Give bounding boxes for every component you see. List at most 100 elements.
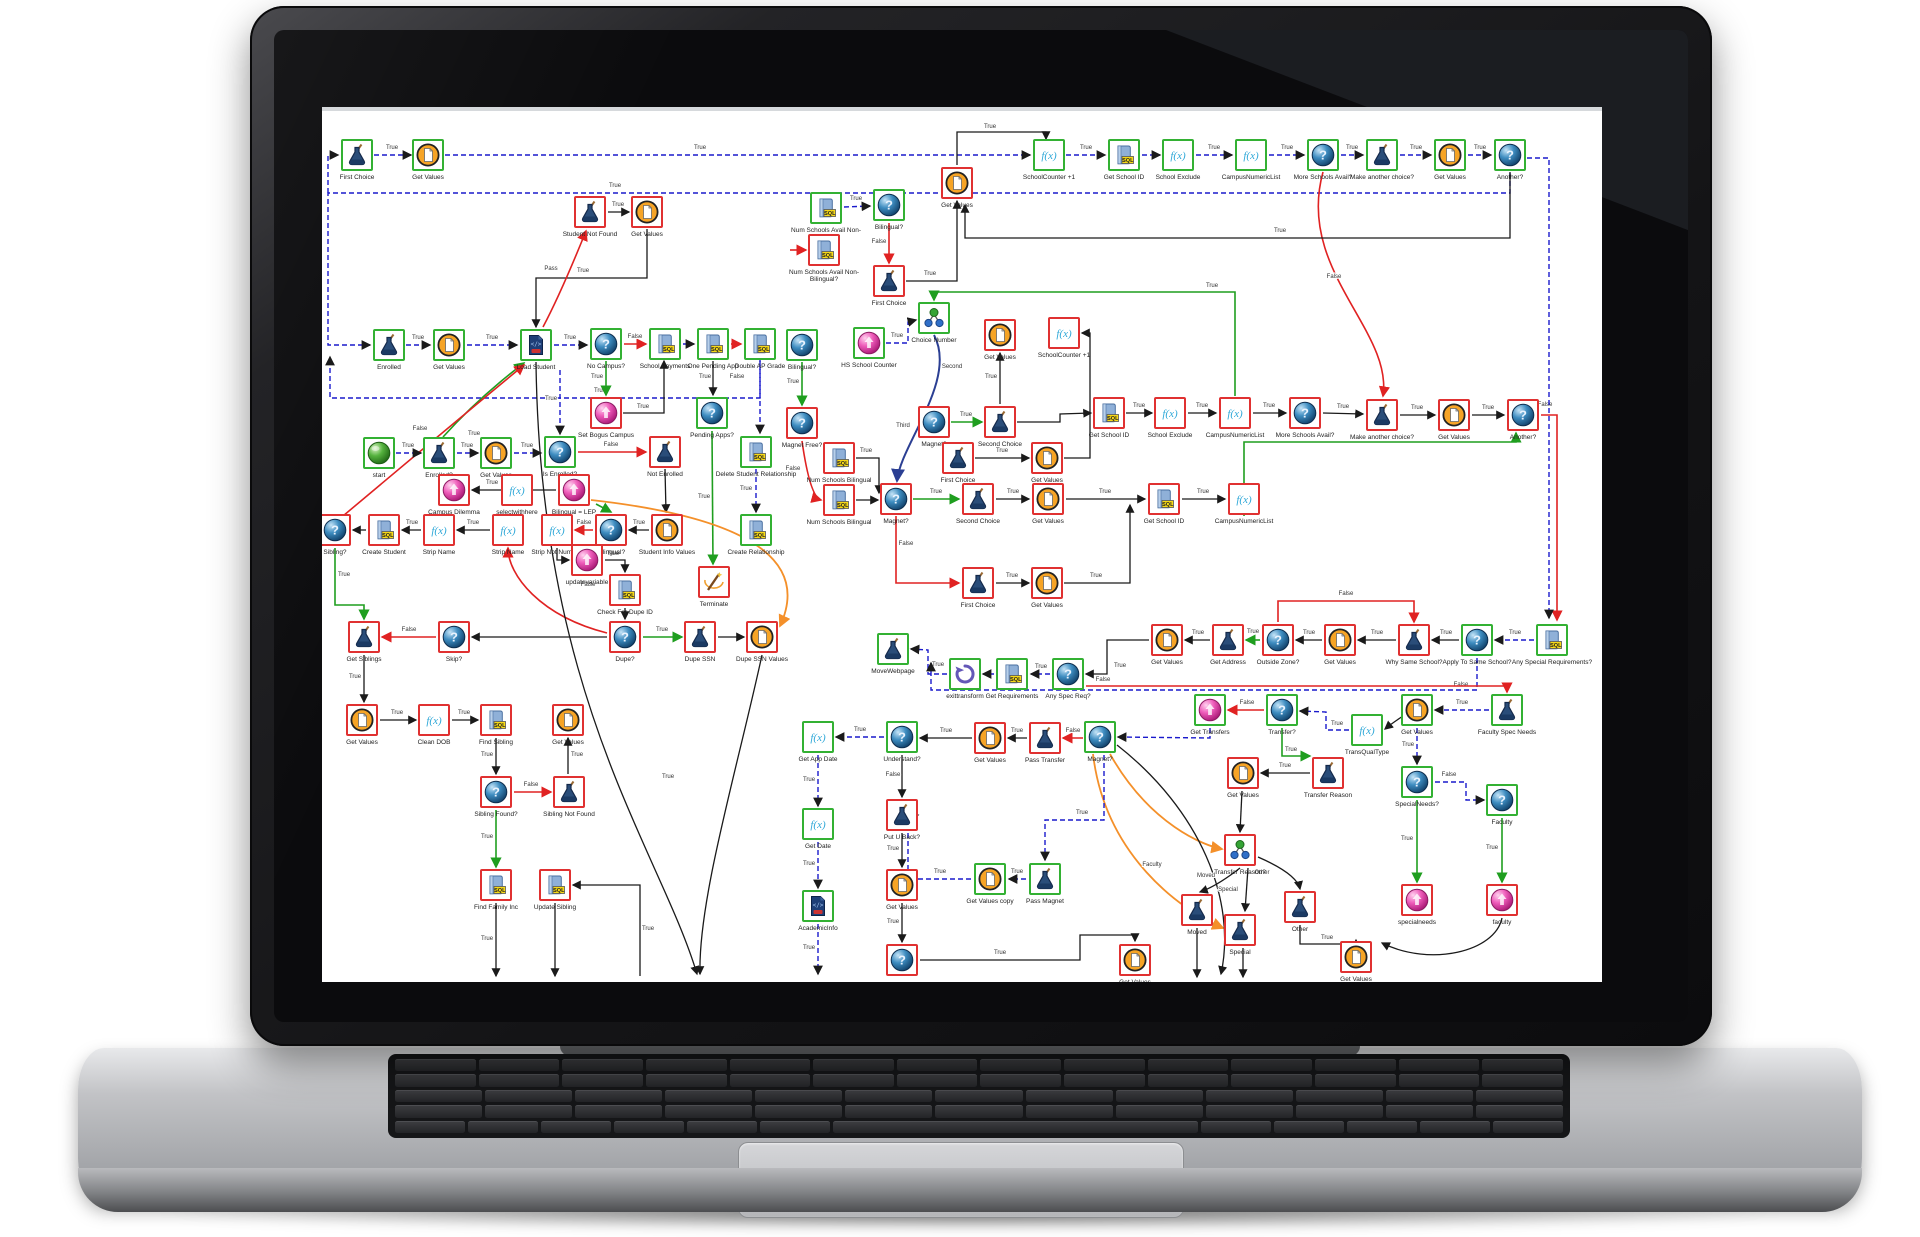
node-hs-counter[interactable]: HS School Counter xyxy=(841,327,897,369)
node-gv-oz[interactable]: Get Values xyxy=(1324,624,1356,666)
node-put-u-back[interactable]: Put U Back? xyxy=(884,799,920,841)
node-gv-snf[interactable]: Get Values xyxy=(631,196,663,238)
node-gv-sc[interactable]: Get Values xyxy=(1032,483,1064,525)
node-transfer-q[interactable]: ?Transfer? xyxy=(1266,694,1298,736)
node-bottom-q[interactable]: ? xyxy=(886,944,918,976)
node-first-choice-3[interactable]: First Choice xyxy=(961,567,995,609)
node-student-info[interactable]: Student Info Values xyxy=(639,514,695,556)
node-gv-start[interactable]: Get Values xyxy=(480,437,512,479)
node-updatevariable[interactable]: updatevariable xyxy=(566,544,608,586)
node-gv-pt[interactable]: Get Values xyxy=(974,722,1006,764)
node-no-campus[interactable]: ?No Campus? xyxy=(587,328,625,370)
node-fx-cnl-top[interactable]: f(x)CampusNumericList xyxy=(1222,139,1280,181)
node-magnet-mid[interactable]: ?Magnet? xyxy=(918,406,950,448)
node-fx-exclude-top[interactable]: f(x)School Exclude xyxy=(1156,139,1200,181)
node-strip-name-1[interactable]: f(x)Strip Name xyxy=(423,514,455,556)
node-special-f[interactable]: Special xyxy=(1224,914,1256,956)
node-enrolled-row[interactable]: Enrolled xyxy=(373,329,405,371)
node-gv-sc2[interactable]: Get Values xyxy=(984,319,1016,361)
node-gv-copy[interactable]: Get Values copy xyxy=(966,863,1014,905)
node-terminate[interactable]: Terminate xyxy=(698,566,730,608)
node-gv-pb[interactable]: Get Values xyxy=(886,869,918,911)
node-gv-sib[interactable]: Get Values xyxy=(346,704,378,746)
node-gv-bottom[interactable]: Get Values xyxy=(1119,944,1151,982)
node-exittransform[interactable]: exittransform xyxy=(946,658,984,700)
node-transqualtype[interactable]: f(x)TransQualType xyxy=(1345,714,1389,756)
node-fx-counter-top[interactable]: f(x)SchoolCounter +1 xyxy=(1023,139,1075,181)
node-specialneeds-q[interactable]: ?SpecialNeeds? xyxy=(1395,766,1439,808)
node-gv-top-1[interactable]: Get Values xyxy=(412,139,444,181)
node-fx-cnl-3[interactable]: f(x)CampusNumericList xyxy=(1215,483,1273,525)
node-more-avail-top[interactable]: ?More Schools Avail? xyxy=(1294,139,1352,181)
node-bilingual-top[interactable]: ?Bilingual? xyxy=(873,189,905,231)
node-get-transfers[interactable]: Get Transfers xyxy=(1190,694,1230,736)
node-apply-same[interactable]: ?Apply To Same School? xyxy=(1443,624,1511,666)
node-first-choice-2[interactable]: First Choice xyxy=(941,442,975,484)
node-bilingual-2[interactable]: ?Bilingual? xyxy=(595,514,627,556)
node-pass-magnet[interactable]: Pass Magnet xyxy=(1026,863,1064,905)
node-more-avail-2[interactable]: ?More Schools Avail? xyxy=(1276,397,1334,439)
node-gv-row1[interactable]: Get Values xyxy=(433,329,465,371)
node-fx-counter-2[interactable]: f(x)SchoolCounter +1 xyxy=(1038,317,1090,359)
node-magnet-free[interactable]: ?Magnet Free? xyxy=(782,407,822,449)
node-gv-fc2[interactable]: Get Values xyxy=(1031,442,1063,484)
node-bilingual-mid[interactable]: ?Bilingual? xyxy=(786,329,818,371)
node-bilingual-lep[interactable]: Bilingual = LEP xyxy=(552,474,596,516)
node-pending-apps[interactable]: ?Pending Apps? xyxy=(690,397,734,439)
node-sibling-found[interactable]: ?Sibling Found? xyxy=(474,776,518,818)
node-not-enrolled[interactable]: Not Enrolled xyxy=(647,436,683,478)
node-fx-exclude-2[interactable]: f(x)School Exclude xyxy=(1148,397,1192,439)
node-why-same[interactable]: Why Same School? xyxy=(1385,624,1443,666)
node-get-siblings[interactable]: Get Siblings xyxy=(346,621,382,663)
node-dupe-q[interactable]: ?Dupe? xyxy=(609,621,641,663)
node-selectwithhere[interactable]: f(x)selectwithhere xyxy=(496,474,538,516)
node-gv-trf[interactable]: Get Values xyxy=(1227,757,1259,799)
node-pass-transfer[interactable]: Pass Transfer xyxy=(1025,722,1065,764)
node-strip-not-numeric[interactable]: f(x)Strip Not Numeric xyxy=(531,514,583,556)
node-load-student[interactable]: </>Load Student xyxy=(517,329,555,371)
node-set-bogus[interactable]: Set Bogus Campus xyxy=(578,397,634,439)
node-choice-number[interactable]: Choice Number xyxy=(911,302,957,344)
node-make-choice-2[interactable]: Make another choice? xyxy=(1350,399,1414,441)
node-faculty-p[interactable]: faculty xyxy=(1486,884,1518,926)
node-clean-dob[interactable]: f(x)Clean DOB xyxy=(418,704,450,746)
node-is-enrolled[interactable]: ?Is Enrolled? xyxy=(543,436,577,478)
node-transfer-reason-f[interactable]: Transfer Reason xyxy=(1304,757,1352,799)
node-another-2[interactable]: ?Another? xyxy=(1507,399,1539,441)
node-moved-f[interactable]: Moved xyxy=(1181,894,1213,936)
node-gv-req[interactable]: Get Values xyxy=(1151,624,1183,666)
node-start[interactable]: start xyxy=(363,437,395,479)
node-academicinfo[interactable]: </>AcademicInfo xyxy=(798,890,838,932)
node-specialneeds-p[interactable]: specialneeds xyxy=(1398,884,1436,926)
node-dupe-ssn[interactable]: Dupe SSN xyxy=(684,621,716,663)
node-fx-cnl-2[interactable]: f(x)CampusNumericList xyxy=(1206,397,1264,439)
node-gv-fc3[interactable]: Get Values xyxy=(1031,567,1063,609)
node-faculty-q[interactable]: ?Faculty xyxy=(1486,784,1518,826)
node-campus-dilemma[interactable]: Campus Dilemma xyxy=(428,474,480,516)
node-strip-name-2[interactable]: f(x)Strip Name xyxy=(492,514,524,556)
node-gv-tr[interactable]: Get Values xyxy=(1401,694,1433,736)
node-magnet-3[interactable]: ?Magnet? xyxy=(1084,721,1116,763)
node-get-address[interactable]: Get Address xyxy=(1210,624,1246,666)
node-dupe-ssn-values[interactable]: Dupe SSN Values xyxy=(736,621,788,663)
node-get-date[interactable]: f(x)Get Date xyxy=(802,808,834,850)
node-gv-mid[interactable]: Get Values xyxy=(941,167,973,209)
node-another-top[interactable]: ?Another? xyxy=(1494,139,1526,181)
node-transfer-reason-p[interactable]: Transfer Reason? xyxy=(1214,834,1266,876)
node-sibling-nf[interactable]: Sibling Not Found xyxy=(543,776,595,818)
